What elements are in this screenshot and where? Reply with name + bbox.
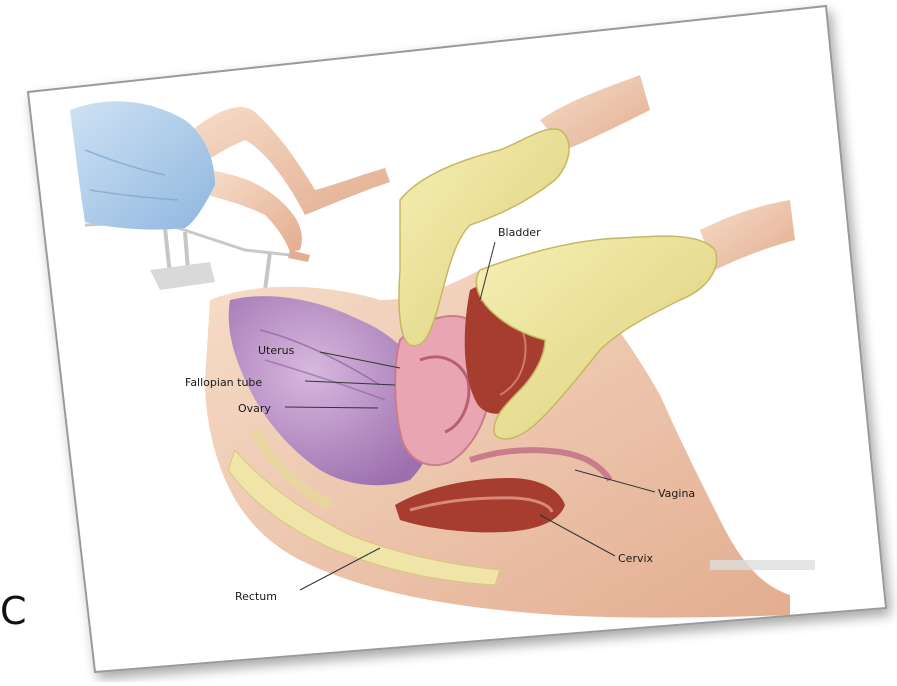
label-rectum: Rectum <box>235 590 277 603</box>
label-ovary: Ovary <box>238 402 271 415</box>
copyright-mark <box>710 560 815 570</box>
label-uterus: Uterus <box>258 344 295 357</box>
label-bladder: Bladder <box>498 226 541 239</box>
label-fallopian-tube: Fallopian tube <box>185 376 262 389</box>
label-cervix: Cervix <box>618 552 654 565</box>
panel-letter: C <box>0 592 27 630</box>
label-vagina: Vagina <box>658 487 695 500</box>
